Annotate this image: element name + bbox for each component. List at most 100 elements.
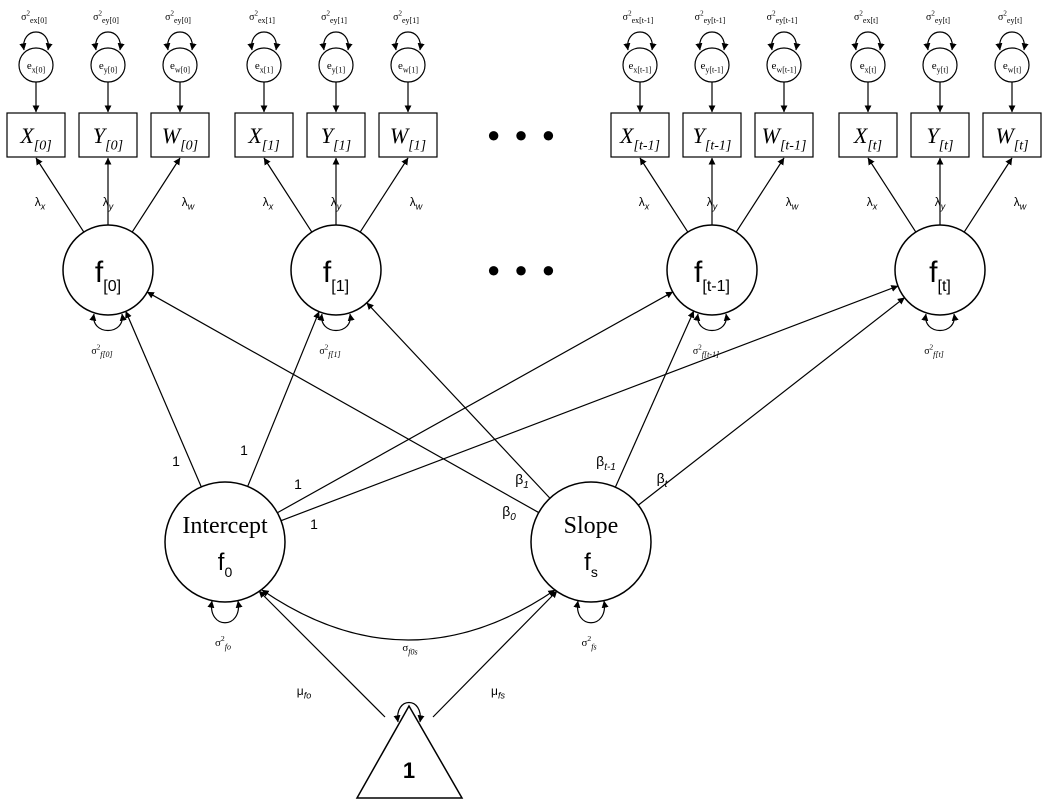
error-t-1-0-variance-label: σ2ex[t-1] (623, 10, 654, 26)
error-0-0-label-base: e (27, 60, 32, 72)
loading-0-2-arrow (131, 157, 181, 233)
observed-x-1-label-sub: [1] (262, 139, 280, 154)
error-t-1-1-variance-loop (695, 31, 729, 51)
constant-label: 1 (403, 758, 415, 783)
error-t-2-variance-loop (995, 31, 1029, 51)
error-1-2-circle (390, 47, 426, 83)
error-t-1-label: ey[t] (932, 60, 949, 74)
observed-w-t-label-sub: [t] (1014, 139, 1029, 154)
error-t-1-0-circle (622, 47, 658, 83)
observed-w-t-box (982, 112, 1042, 158)
error-t-1-variance-label: σ2ey[t] (926, 10, 950, 26)
error-t-1-2-label-base: e (772, 60, 777, 72)
slope-variance-label-base: σ (581, 637, 587, 649)
factor-t-label: f[t] (929, 256, 951, 295)
error-1-1-variance-label-base: σ (321, 12, 327, 23)
error-0-1-variance-label-base: σ (93, 12, 99, 23)
observed-x-1-label: X[1] (247, 123, 279, 154)
factor-0-label-base: f (95, 256, 104, 289)
factor-t-1-label-sub: [t-1] (702, 278, 730, 295)
loading-0-0-label-base: λ (35, 195, 41, 209)
observed-y-1-box (306, 112, 366, 158)
intercept-loading-3-label: 1 (310, 516, 318, 532)
error-t-1-circle (922, 47, 958, 83)
observed-x-0-box (6, 112, 66, 158)
observed-w-t-label-base: W (995, 123, 1015, 148)
slope-symbol-sub: s (591, 564, 598, 580)
error-1-0-variance-label-base: σ (249, 12, 255, 23)
error-0-2-variance-label: σ2ey[0] (165, 10, 191, 26)
error-1-1-circle (318, 47, 354, 83)
ellipsis-factors: ● ● ● (487, 257, 559, 282)
observed-w-1-label: W[1] (390, 123, 426, 154)
slope-loading-3-label: βt (657, 470, 669, 490)
error-1-2-label-base: e (398, 60, 403, 72)
factor-t-1-label: f[t-1] (694, 256, 730, 295)
observed-y-t-1-box (682, 112, 742, 158)
error-1-1-variance-label-sub: ey[1] (330, 16, 347, 25)
factor-0-circle (62, 224, 154, 316)
loading-1-2-label: λw (410, 195, 423, 212)
error-t-1-2-label-sub: w[t-1] (776, 65, 796, 74)
slope-loading-1-label-sub: 1 (523, 480, 529, 491)
error-0-1-label: ey[0] (99, 60, 118, 74)
loading-0-2-label: λw (182, 195, 195, 212)
observed-y-t-1-label-sub: [t-1] (705, 139, 731, 154)
error-t-2-circle (994, 47, 1030, 83)
factor-t-1-variance-label: σ2f[t-1] (693, 344, 719, 360)
slope-variance-label: σ2fs (581, 634, 596, 651)
error-1-1-variance-label: σ2ey[1] (321, 10, 347, 26)
factor-1-variance-label: σ2f[1] (319, 344, 340, 360)
error-t-1-0-label: ex[t-1] (628, 60, 651, 74)
error-t-0-variance-label-sup: 2 (859, 10, 863, 18)
intercept-slope-covariance-arrow (261, 589, 556, 641)
error-1-1-label-base: e (327, 60, 332, 72)
factor-1-variance-loop (317, 313, 355, 331)
error-0-2-variance-label-base: σ (165, 12, 171, 23)
error-t-1-0-label-sub: x[t-1] (633, 65, 652, 74)
intercept-mean-label-base: μ (297, 684, 304, 698)
slope-title: Slope (564, 513, 619, 539)
slope-mean-label: μfs (491, 684, 505, 701)
slope-loading-2-label-sub: t-1 (604, 462, 616, 473)
observed-y-t-1-label: Y[t-1] (693, 123, 732, 154)
factor-1-label-base: f (323, 256, 332, 289)
factor-t-1-circle (666, 224, 758, 316)
intercept-loading-1-label: 1 (240, 442, 248, 458)
error-1-2-variance-label: σ2ey[1] (393, 10, 419, 26)
slope-loading-3-label-base: β (657, 470, 665, 486)
observed-x-1-label-base: X (247, 123, 263, 148)
slope-variance-loop (573, 600, 609, 624)
observed-y-0-box (78, 112, 138, 158)
error-t-1-2-variance-label-sub: ey[t-1] (776, 16, 798, 25)
error-t-0-variance-label-base: σ (854, 12, 860, 23)
loading-0-1-label: λy (103, 195, 114, 212)
error-t-2-variance-label-base: σ (998, 12, 1004, 23)
factor-1-label: f[1] (323, 256, 349, 295)
slope-factor-circle (530, 481, 652, 603)
intercept-mean-label-sub: fo (304, 691, 312, 701)
factor-1-variance-label-sup: 2 (325, 344, 329, 352)
factor-1-variance-label-base: σ (319, 346, 325, 357)
loading-t-2-label-sub: w (1020, 202, 1027, 212)
loading-t-1-label-sub: y (940, 202, 946, 212)
intercept-variance-label: σ2fo (215, 634, 231, 651)
slope-loading-1-label: β1 (515, 471, 529, 491)
factor-0-label-sub: [0] (103, 278, 121, 295)
factor-1-variance-label-sub: f[1] (328, 350, 340, 359)
error-0-1-variance-label-sub: ey[0] (102, 16, 119, 25)
loading-1-2-label-base: λ (410, 195, 416, 209)
error-t-1-0-label-base: e (628, 60, 633, 72)
error-t-1-1-circle (694, 47, 730, 83)
observed-y-1-label: Y[1] (321, 123, 351, 154)
intercept-to-factor-1-arrow (247, 311, 320, 487)
observed-x-0-label: X[0] (19, 123, 51, 154)
error-t-0-label-sub: x[t] (865, 65, 877, 74)
factor-t-variance-label-sub: f[t] (933, 350, 944, 359)
loading-t-1-2-label-base: λ (786, 195, 792, 209)
error-1-2-label: ew[1] (398, 60, 418, 74)
loading-t-1-label: λy (935, 195, 946, 212)
loading-t-2-label: λw (1014, 195, 1027, 212)
error-t-1-variance-loop (923, 31, 957, 51)
error-0-0-circle (18, 47, 54, 83)
